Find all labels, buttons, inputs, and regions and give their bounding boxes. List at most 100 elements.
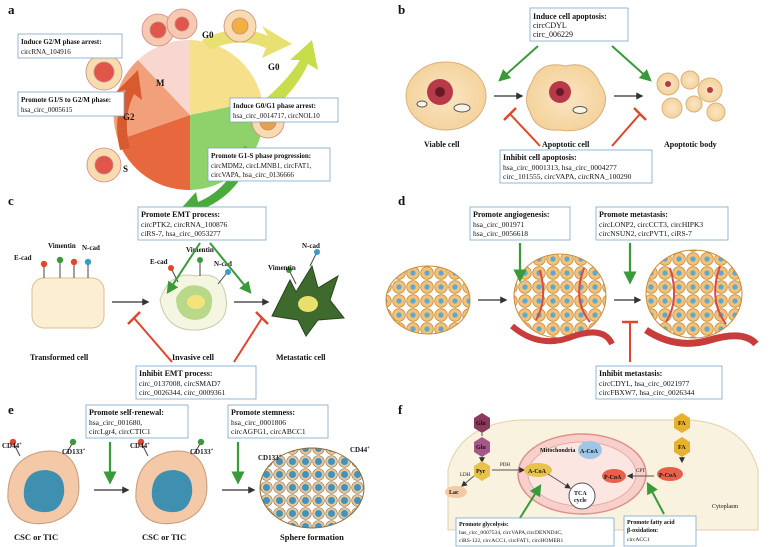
phase-g2: G2 [123,112,135,122]
tca-cycle [568,482,596,510]
d-meta-line2: circNSUN2, circPVT1, ciRS-7 [599,229,692,238]
e-stem-line1: hsa_circ_0001806 [231,418,286,427]
acoa-center [578,441,602,459]
box-prog-line2: circVAPA, hsa_circ_0136666 [211,171,294,179]
box-g0g1-title: Induce G0/G1 phase arrest: [233,102,316,110]
c-label-ncad-2: N-cad [214,260,232,268]
c-label-vimentin-2: Vimentin [186,246,214,254]
c-red-inhibit-right [233,311,269,363]
e-cd44-1: CD44+ [2,442,22,450]
c-red-inhibit-left [127,311,173,363]
box-g2m-title: Induce G2/M phase arrest: [21,38,102,46]
d-angio-line2: hsa_circ_0056618 [473,229,528,238]
pcoa-outer [657,467,683,481]
mitochondria [517,433,647,515]
panel-e-letter: e [8,402,14,417]
label-csc-2: CSC or TIC [142,532,186,542]
label-ldh: LDH [460,473,471,478]
c-label-vimentin-3: Vimentin [268,264,296,272]
b-induce-line2: circ_006229 [533,30,573,39]
box-g2m: Induce G2/M phase arrest: circRNA_104916 [17,33,123,59]
b-inhibit-title: Inhibit cell apoptosis: [503,153,577,162]
phase-g0-right: G0 [268,62,280,72]
e-stem-line2: circAGFG1, circABCC1 [231,427,306,436]
label-apoptotic-body: Apoptotic body [664,140,717,149]
box-g1s-progression: Promote G1-S phase progression: circMDM2… [207,147,331,182]
label-acoa-center: A-CoA [580,449,599,455]
phase-m: M [156,78,165,88]
panel-d: d Promote angiogenesis: hsa_circ_001971 … [385,193,759,400]
fa-hexagon-top [674,413,690,433]
pyr-hexagon [474,461,490,481]
c-label-ecad-1: E-cad [14,254,32,262]
box-stemness: Promote stemness: hsa_circ_0001806 circA… [227,404,329,439]
pyr-to-lac-arrow [461,475,475,487]
tumor-metastatic [644,249,759,347]
e-renew-title: Promote self-renewal: [89,408,164,417]
f-gly-line1: has_circ_0007534, circVAPA,circDENND4C, [459,530,563,536]
box-promote-emt: Promote EMT process: circPTK2, circRNA_1… [137,206,267,241]
phase-s: S [123,164,128,174]
b-induce-title: Induce cell apoptosis: [533,12,607,21]
label-glu-inner: Glu [476,445,486,451]
viable-cell [405,61,487,131]
f-fao-title2: β-oxidation: [627,528,658,534]
g0-return-arrow [262,40,318,112]
box-prog-line1: circMDM2, circLMNB1, circFAT1, [211,162,312,170]
label-fa-inner: FA [678,445,686,451]
e-stem-title: Promote stemness: [231,408,295,417]
f-gly-title: Promote glycolysis: [459,522,509,528]
fa-hexagon-inner [674,437,690,457]
box-g1s-body: hsa_circ_0005615 [21,106,73,114]
f-green-arrow-fao [646,481,665,515]
panel-f: f Cytoplasm Mitochondria Glu Glu Pyr PDH… [398,402,759,547]
label-pyr: Pyr [476,469,486,475]
d-angio-title: Promote angiogenesis: [473,210,550,219]
label-viable-cell: Viable cell [424,140,460,149]
panel-f-letter: f [398,402,403,417]
box-promote-metastasis: Promote metastasis: circLONP2, circCCT3,… [595,206,729,241]
d-inhibit-title: Inhibit metastasis: [599,369,662,378]
label-sphere-formation: Sphere formation [280,532,344,542]
box-promote-angiogenesis: Promote angiogenesis: hsa_circ_001971 hs… [469,206,571,241]
panel-e: e Promote self-renewal: hsa_circ_001680,… [2,402,370,542]
tumor-vascularized [510,253,615,346]
cell-cycle-wheel [113,26,318,218]
glu-hexagon-top [474,413,490,433]
apoptotic-bodies [656,70,726,122]
f-fao-line1: circACC1 [627,537,650,543]
label-pdh: PDH [500,463,510,468]
box-glycolysis: Promote glycolysis: has_circ_0007534, ci… [455,517,615,547]
box-inhibit-apoptosis: Inhibit cell apoptosis: hsa_circ_0001313… [499,149,653,184]
label-mitochondria: Mitochondria [540,448,575,454]
c-label-ncad-1: N-cad [82,244,100,252]
c-inhibit-title: Inhibit EMT process: [139,369,213,378]
box-inhibit-metastasis: Inhibit metastasis: circCDYL, hsa_circ_0… [595,365,723,400]
box-prog-title: Promote G1-S phase progression: [211,152,311,160]
label-csc-1: CSC or TIC [14,532,58,542]
d-inhibit-line1: circCDYL, hsa_circ_0021977 [599,379,690,388]
metastatic-cell [271,249,345,337]
lac [445,486,467,498]
b-induce-line1: circCDYL [533,21,567,30]
box-inhibit-emt: Inhibit EMT process: circ_0137008, circS… [135,365,257,400]
acoa-left [524,463,552,477]
d-red-inhibit [622,320,638,362]
pcoa-inner [602,469,626,483]
c-green-arrow-right [209,242,252,294]
box-g0g1-body: hsa_circ_0014717, circNOL10 [233,112,320,120]
c-label-vimentin-1: Vimentin [48,242,76,250]
box-induce-apoptosis: Induce cell apoptosis: circCDYL circ_006… [529,7,629,42]
label-metastatic-cell: Metastatic cell [276,353,326,362]
glu-hexagon-inner [474,437,490,457]
d-inhibit-line2: circFBXW7, hsa_circ_0026344 [599,388,695,397]
label-cytoplasm: Cytoplasm [712,504,738,510]
b-red-inhibit-right [611,107,647,147]
c-inhibit-line2: circ_0026344, circ_0009361 [139,388,225,397]
f-gly-line2: ciRS-122, circACC1, circFAT1, circHOMER1 [459,538,563,544]
label-acoa-left: A-CoA [528,469,547,475]
c-promote-line1: circPTK2, circRNA_100876 [141,220,227,229]
panel-a: a G0 G0 G1 G2 M S [8,2,339,218]
box-g1s-title: Promote G1/S to G2/M phase: [21,96,111,104]
